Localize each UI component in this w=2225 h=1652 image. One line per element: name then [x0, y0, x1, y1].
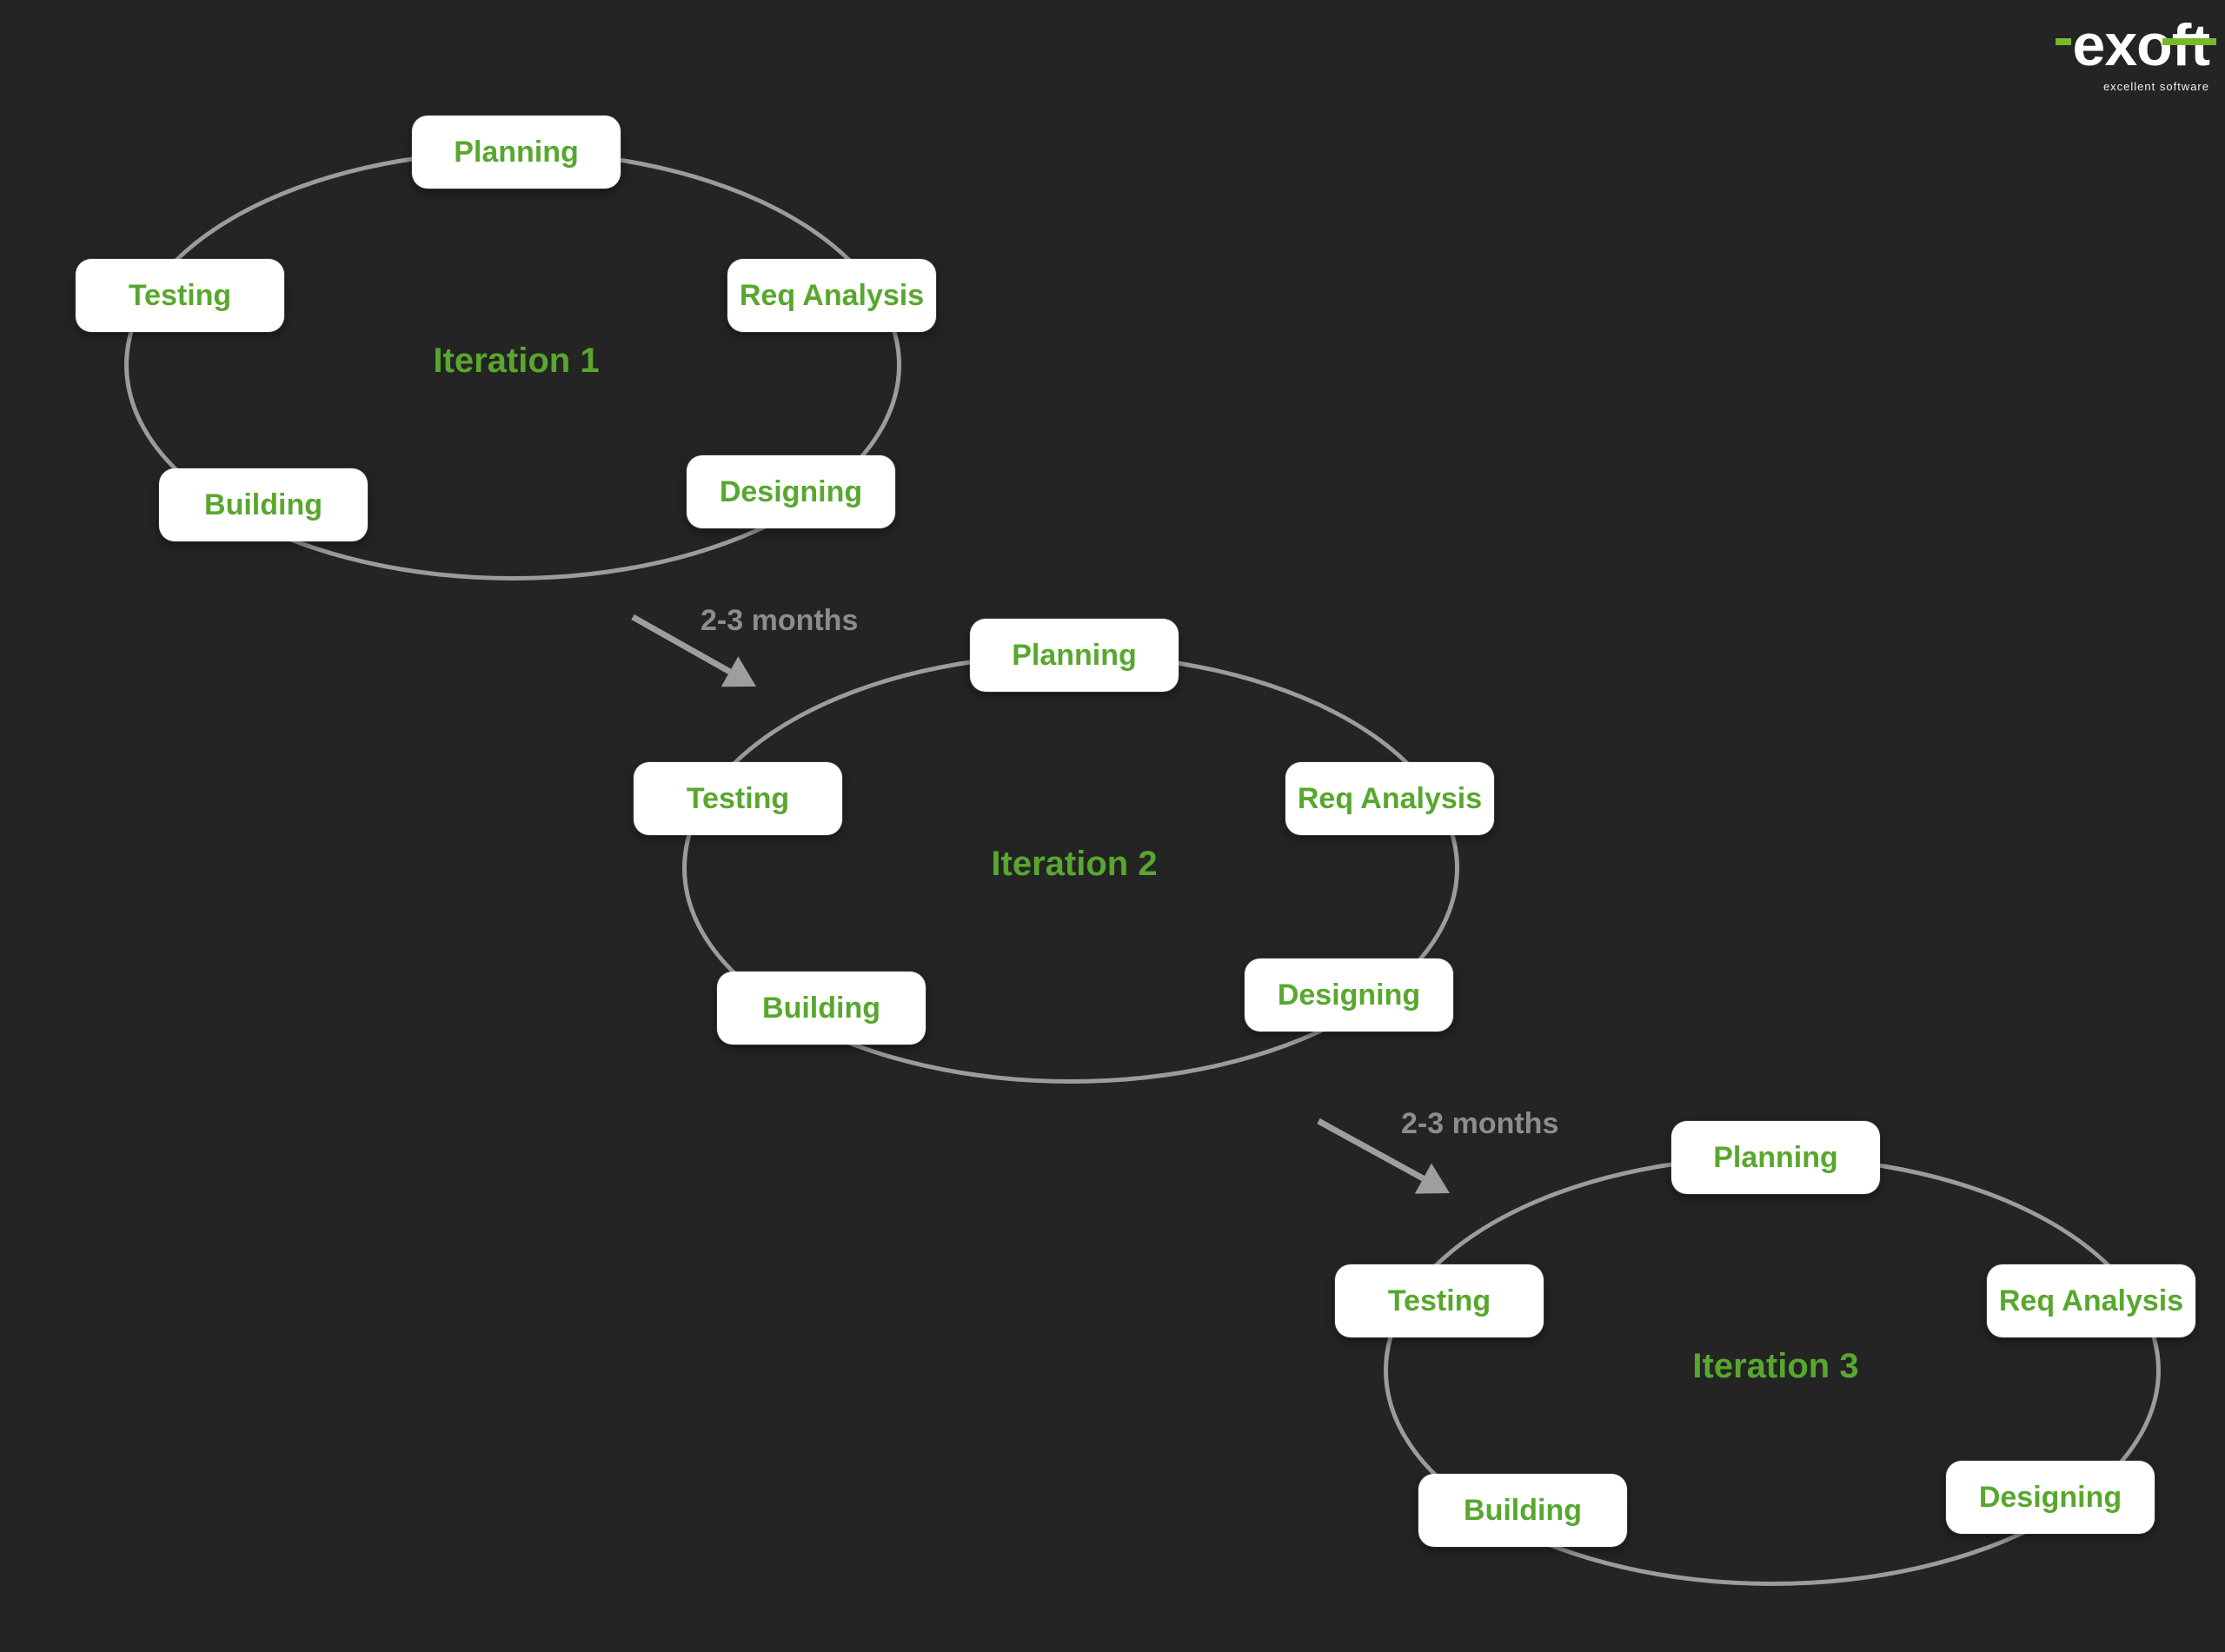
phase-box-req-analysis: Req Analysis [727, 259, 936, 332]
phase-box-designing: Designing [687, 455, 895, 528]
phase-box-planning: Planning [970, 619, 1179, 692]
logo-brand-text: exoft [2072, 12, 2210, 78]
phase-box-req-analysis: Req Analysis [1285, 762, 1494, 835]
phase-box-testing: Testing [634, 762, 842, 835]
phase-box-designing: Designing [1946, 1461, 2155, 1534]
iteration-label: Iteration 3 [1692, 1347, 1859, 1385]
phase-box-testing: Testing [76, 259, 284, 332]
transition-duration-label: 2-3 months [1401, 1107, 1559, 1140]
transition-duration-label: 2-3 months [701, 604, 859, 637]
logo-dash-accent-icon [2055, 38, 2071, 45]
phase-box-testing: Testing [1335, 1264, 1544, 1337]
phase-box-designing: Designing [1245, 959, 1453, 1032]
iteration-3-cycle: Planning Req Analysis Designing Building… [1332, 1101, 2202, 1588]
iteration-label: Iteration 2 [991, 845, 1158, 883]
logo-wordmark: exoft [2055, 9, 2216, 82]
transition-arrow-icon [1317, 1118, 1450, 1194]
phase-box-planning: Planning [412, 116, 621, 189]
iteration-1-cycle: Planning Req Analysis Designing Building… [73, 96, 942, 582]
phase-box-req-analysis: Req Analysis [1987, 1264, 2195, 1337]
phase-box-planning: Planning [1671, 1121, 1880, 1194]
phase-box-building: Building [159, 468, 368, 541]
exoft-logo: exoft excellent software [2055, 9, 2216, 93]
phase-box-building: Building [1418, 1474, 1627, 1547]
logo-tagline: excellent software [2102, 80, 2209, 93]
iteration-label: Iteration 1 [433, 342, 600, 380]
iteration-2-cycle: Planning Req Analysis Designing Building… [631, 599, 1500, 1085]
transition-arrow-icon [631, 614, 756, 687]
logo-crossbar-accent-icon [2162, 38, 2216, 45]
phase-box-building: Building [717, 972, 926, 1045]
